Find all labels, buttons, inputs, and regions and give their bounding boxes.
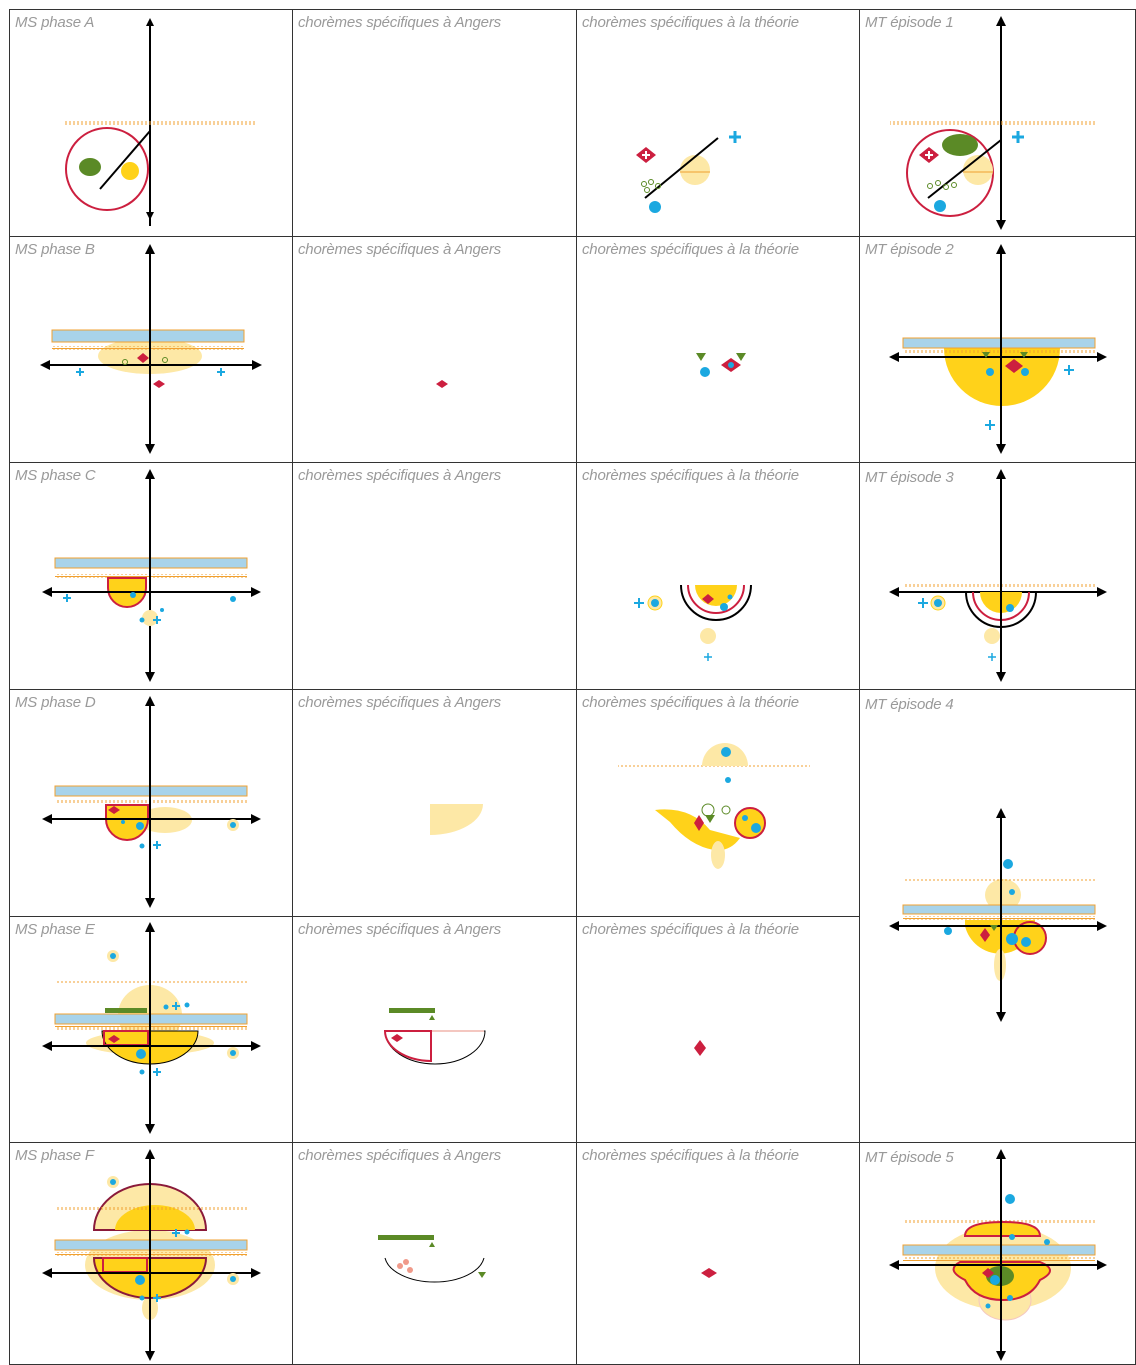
theorie-c-chorem	[634, 584, 752, 661]
cell-mt-episode-2: MT épisode 2	[860, 237, 1136, 462]
cell-title: chorèmes spécifiques à Angers	[298, 241, 501, 258]
cell-title: MS phase D	[15, 694, 96, 711]
green-triangle	[696, 353, 706, 361]
cell-angers-e: chorèmes spécifiques à Angers	[293, 917, 576, 1142]
cell-theorie-f: chorèmes spécifiques à la théorie	[577, 1143, 859, 1365]
cell-title: chorèmes spécifiques à Angers	[298, 921, 501, 938]
red-diamond	[694, 1040, 706, 1056]
cell-title: MS phase A	[15, 14, 95, 31]
cell-angers-a: chorèmes spécifiques à Angers	[293, 10, 576, 236]
cell-title: chorèmes spécifiques à Angers	[298, 14, 501, 31]
ms-phase-d-chorem	[42, 696, 261, 908]
cell-ms-phase-c: MS phase C	[10, 463, 292, 689]
cell-title: chorèmes spécifiques à la théorie	[582, 241, 799, 258]
cell-mt-episode-5: MT épisode 5	[860, 1145, 1136, 1365]
angers-d-chorem	[430, 804, 483, 835]
red-diamond	[436, 380, 448, 388]
cell-ms-phase-b: MS phase B	[10, 237, 292, 462]
mt-episode-5-chorem	[889, 1149, 1107, 1361]
cell-ms-phase-f: MS phase F	[10, 1143, 292, 1365]
green-ellipse	[79, 158, 101, 176]
cell-ms-phase-e: MS phase E	[10, 917, 292, 1142]
cell-title: MS phase B	[15, 241, 95, 258]
red-diamond	[701, 1268, 717, 1278]
blue-cross	[729, 131, 741, 143]
cell-theorie-a: chorèmes spécifiques à la théorie	[577, 10, 859, 236]
cell-title: chorèmes spécifiques à la théorie	[582, 14, 799, 31]
cell-title: chorèmes spécifiques à la théorie	[582, 467, 799, 484]
theorie-a-chorem	[636, 131, 741, 213]
crimson-circle	[906, 129, 994, 217]
ms-phase-f-chorem	[42, 1149, 261, 1361]
cell-theorie-b: chorèmes spécifiques à la théorie	[577, 237, 859, 462]
yellow-disc	[121, 162, 139, 180]
cell-mt-episode-1: MT épisode 1	[860, 10, 1136, 236]
theorie-e-chorem	[694, 1040, 706, 1056]
cell-angers-b: chorèmes spécifiques à Angers	[293, 237, 576, 462]
ms-phase-a-chorem	[65, 18, 255, 226]
mt-episode-4-chorem	[889, 808, 1107, 1022]
angers-b-chorem	[436, 380, 448, 388]
cell-title: chorèmes spécifiques à Angers	[298, 467, 501, 484]
cell-title: MT épisode 1	[865, 14, 954, 31]
cell-title: MT épisode 5	[865, 1149, 954, 1166]
cell-title: MS phase E	[15, 921, 95, 938]
cell-title: MT épisode 2	[865, 241, 954, 258]
cell-ms-phase-d: MS phase D	[10, 690, 292, 916]
ms-phase-c-chorem	[42, 469, 261, 682]
mt-episode-3-chorem	[889, 469, 1107, 682]
cell-title: chorèmes spécifiques à la théorie	[582, 694, 799, 711]
cell-title: chorèmes spécifiques à la théorie	[582, 1147, 799, 1164]
cell-theorie-d: chorèmes spécifiques à la théorie	[577, 690, 859, 916]
cell-angers-f: chorèmes spécifiques à Angers	[293, 1143, 576, 1365]
cell-title: MT épisode 3	[865, 469, 954, 486]
ms-phase-e-chorem	[42, 922, 261, 1134]
cell-title: chorèmes spécifiques à Angers	[298, 694, 501, 711]
cell-theorie-e: chorèmes spécifiques à la théorie	[577, 917, 859, 1142]
cell-mt-episode-3: MT épisode 3	[860, 465, 1136, 689]
theorie-d-chorem	[618, 743, 810, 869]
angers-f-chorem	[378, 1235, 486, 1283]
cell-theorie-c: chorèmes spécifiques à la théorie	[577, 463, 859, 689]
cell-angers-d: chorèmes spécifiques à Angers	[293, 690, 576, 916]
cell-angers-c: chorèmes spécifiques à Angers	[293, 463, 576, 689]
theorie-b-chorem	[696, 353, 746, 377]
crimson-circle	[65, 127, 149, 211]
angers-e-chorem	[383, 1008, 486, 1065]
theorie-f-chorem	[701, 1268, 717, 1278]
half-disc	[430, 804, 483, 835]
hatched-boundary	[65, 121, 255, 125]
green-ellipse	[942, 134, 978, 156]
cell-mt-episode-4: MT épisode 4	[860, 692, 1136, 1142]
blue-dot	[649, 201, 661, 213]
cell-ms-phase-a: MS phase A	[10, 10, 292, 236]
cell-title: chorèmes spécifiques à Angers	[298, 1147, 501, 1164]
mt-episode-1-chorem	[890, 16, 1095, 230]
cell-title: MS phase C	[15, 467, 96, 484]
ms-phase-b-chorem	[40, 244, 262, 454]
mt-episode-2-chorem	[889, 244, 1107, 454]
cell-title: chorèmes spécifiques à la théorie	[582, 921, 799, 938]
cell-title: MS phase F	[15, 1147, 94, 1164]
cell-title: MT épisode 4	[865, 696, 954, 713]
